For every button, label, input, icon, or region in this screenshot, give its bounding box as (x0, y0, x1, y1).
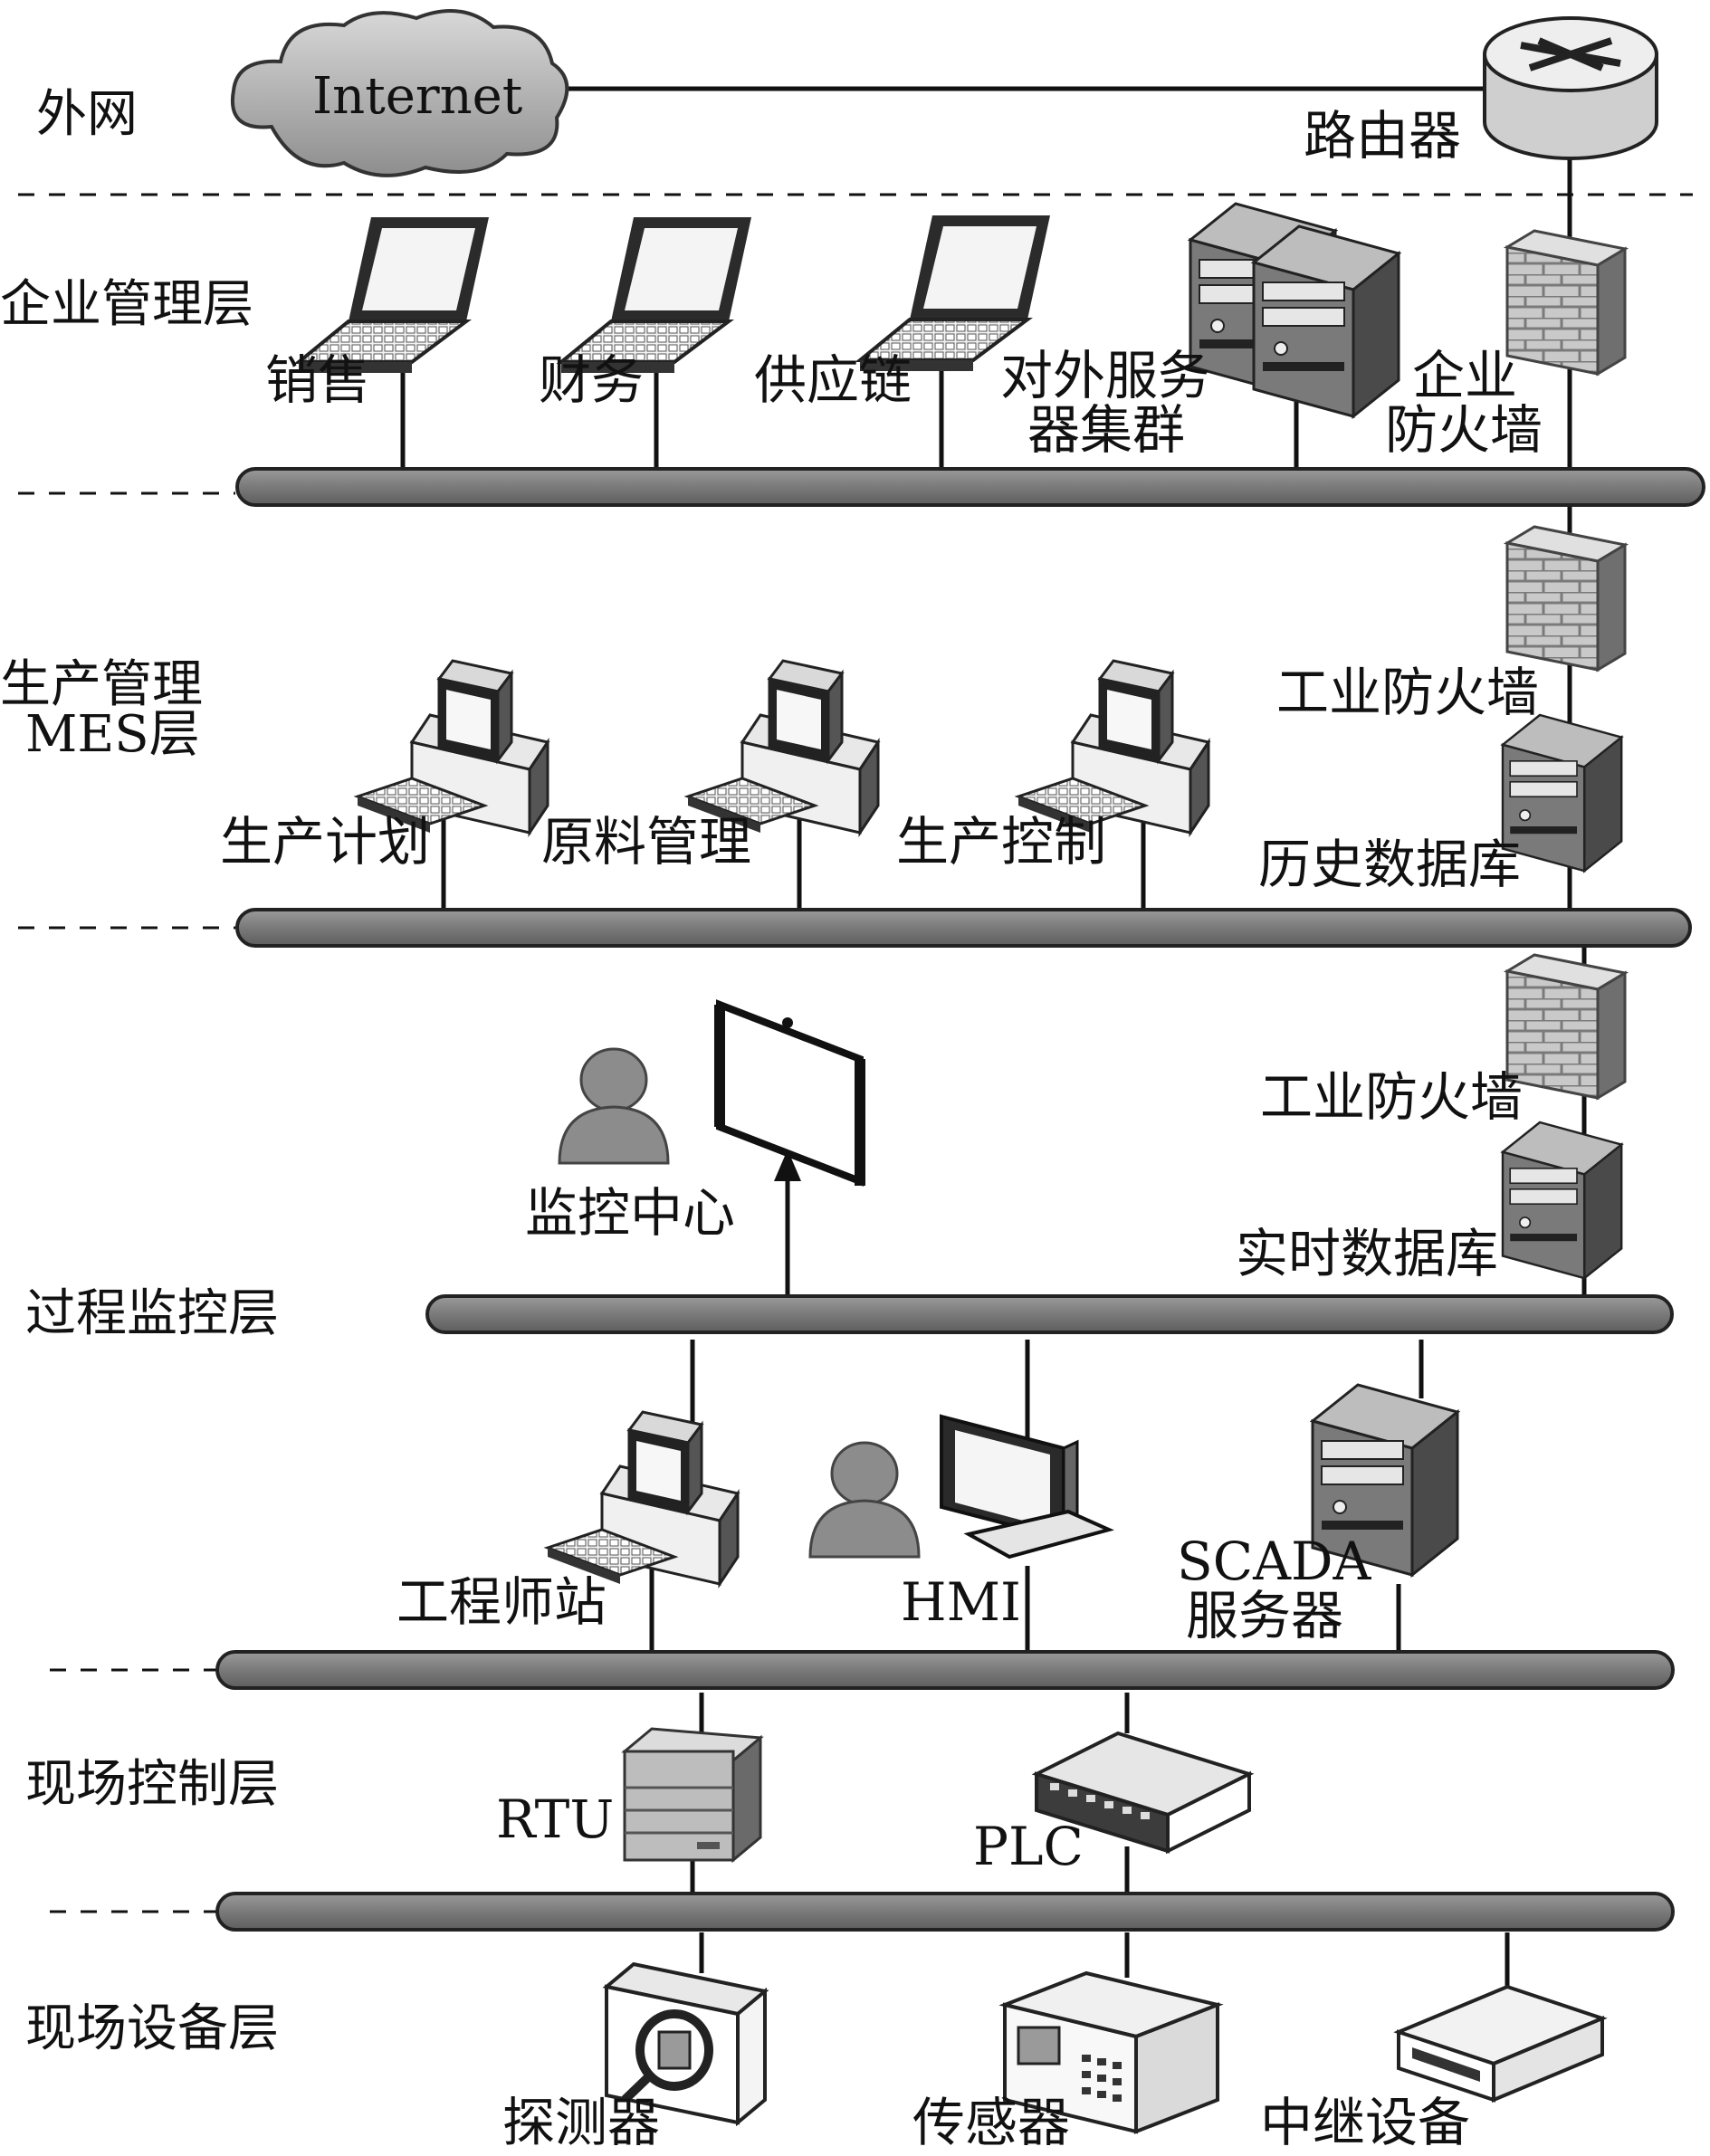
hmi-label: HMI (901, 1571, 1021, 1633)
desktop-pc-icon (1017, 659, 1210, 835)
sensor-label: 传感器 (912, 2092, 1070, 2153)
scada-label-line1: SCADA (1177, 1531, 1371, 1592)
firewall-icon (1505, 953, 1627, 1100)
arrow-to-screen (774, 1150, 801, 1294)
scada-label-line2: 服务器 (1186, 1585, 1343, 1646)
engineer-station-label: 工程师站 (396, 1571, 607, 1633)
layer-field-control: 现场控制层 (25, 1755, 279, 1814)
network-buses (215, 467, 1705, 1932)
cloud-icon (230, 9, 569, 177)
monitor-icon (940, 1414, 1114, 1560)
layer-separators (18, 193, 1693, 1913)
production-control-label: 生产控制 (896, 811, 1106, 873)
firewall-icon (1505, 229, 1627, 376)
layer-field-device: 现场设备层 (25, 1999, 279, 2058)
relay-label: 中继设备 (1260, 2092, 1470, 2153)
monitor-center-label: 监控中心 (525, 1182, 735, 1244)
bus-enterprise (235, 467, 1705, 507)
detector-label: 探测器 (502, 2092, 660, 2153)
layer-process: 过程监控层 (25, 1284, 279, 1343)
layer-mes-line1: 生产管理 (0, 655, 203, 714)
router-icon (1483, 16, 1658, 160)
relay-device-icon (1393, 1984, 1608, 2103)
detector-icon (602, 1961, 769, 2127)
desktop-pc-icon (356, 659, 549, 835)
desktop-pc-icon (686, 659, 880, 835)
history-db-label: 历史数据库 (1258, 834, 1521, 895)
firewall-icon (1505, 525, 1627, 672)
production-plan-label: 生产计划 (220, 811, 430, 873)
ext-server-label-line1: 对外服务 (1000, 345, 1210, 406)
rtu-box-icon (621, 1727, 764, 1864)
layer-enterprise: 企业管理层 (0, 275, 253, 334)
industrial-firewall-label-1: 工业防火墙 (1276, 662, 1539, 723)
bus-mes (235, 908, 1692, 948)
layer-mes-line2: MES层 (25, 705, 200, 764)
supply-chain-label: 供应链 (754, 349, 912, 411)
rtu-label: RTU (496, 1789, 614, 1850)
industrial-firewall-label-2: 工业防火墙 (1260, 1066, 1523, 1128)
person-icon (808, 1441, 921, 1559)
enterprise-firewall-label-line2: 防火墙 (1385, 399, 1543, 461)
internet-label: Internet (312, 67, 523, 126)
sensor-icon (998, 1970, 1224, 2134)
person-icon (558, 1047, 670, 1165)
bus-field (215, 1892, 1675, 1932)
plc-label: PLC (973, 1816, 1084, 1877)
sales-label: 销售 (265, 349, 370, 411)
plc-switch-icon (1031, 1731, 1255, 1855)
finance-label: 财务 (539, 349, 644, 411)
bus-process-top (425, 1294, 1674, 1334)
projection-screen-icon (714, 999, 865, 1187)
enterprise-firewall-label-line1: 企业 (1412, 345, 1517, 406)
desktop-pc-icon (546, 1410, 740, 1586)
router-label: 路由器 (1304, 105, 1461, 167)
material-management-label: 原料管理 (541, 811, 751, 873)
bus-process-bottom (215, 1650, 1675, 1690)
server-icon (1252, 224, 1400, 418)
ext-server-label-line2: 器集群 (1027, 399, 1185, 461)
realtime-db-server-icon (1501, 1121, 1623, 1280)
layer-wan: 外网 (36, 85, 138, 144)
realtime-db-label: 实时数据库 (1236, 1223, 1498, 1284)
